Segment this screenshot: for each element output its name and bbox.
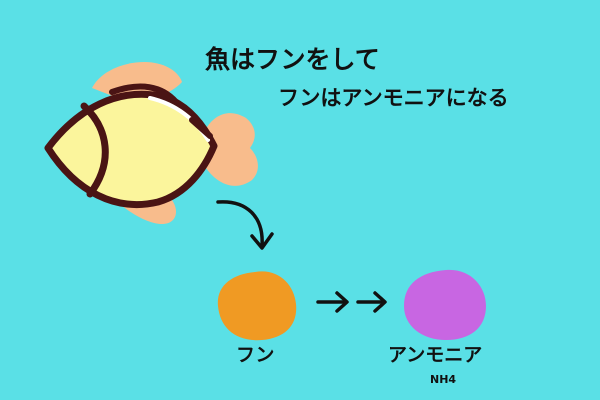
ammonia-blob: [404, 269, 486, 340]
fish-dorsal-line: [109, 83, 179, 105]
caption-line-1: 魚はフンをして: [205, 45, 380, 74]
ammonia-formula-label: NH4: [430, 373, 457, 386]
fish-gill: [80, 102, 109, 198]
arrow-right-icon: [316, 291, 349, 313]
poop-blob: [217, 271, 297, 341]
fish-icon: [44, 62, 258, 225]
curved-arrow-down-icon: [216, 200, 274, 250]
fish-tail: [200, 113, 258, 186]
arrow-right-icon-2: [356, 291, 387, 313]
caption-line-2: フンはアンモニアになる: [278, 86, 509, 110]
ammonia-label: アンモニア: [388, 344, 483, 366]
poop-label: フン: [236, 344, 275, 366]
fish-tail-line: [189, 117, 213, 139]
fish-body: [44, 90, 218, 209]
